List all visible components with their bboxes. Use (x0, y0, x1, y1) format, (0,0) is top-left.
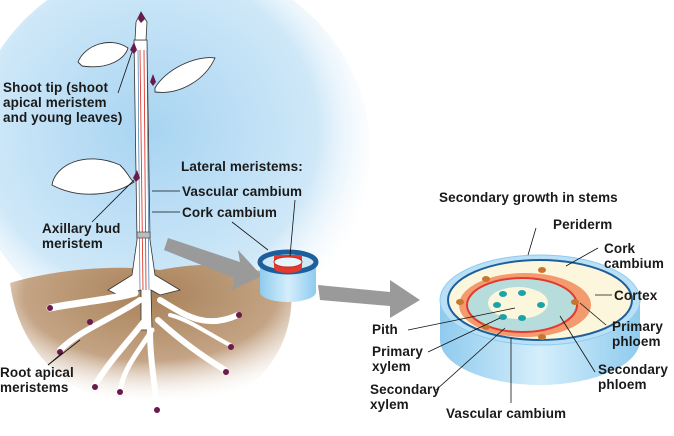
arrow-to-lateral (164, 238, 262, 290)
lateral-meristem-cylinder (257, 249, 319, 302)
label-shoot-tip: Shoot tip (shoot apical meristem and you… (3, 80, 122, 125)
leaf (51, 158, 135, 195)
bud-marker (150, 74, 156, 86)
leader-lines (47, 51, 612, 403)
bud-marker (130, 42, 137, 54)
label-line: Primary (372, 344, 423, 359)
label-line: phloem (612, 334, 661, 349)
label-line: meristems (0, 380, 69, 395)
leaf (154, 57, 216, 93)
label-line: Cork (604, 241, 636, 256)
root-tips (47, 305, 242, 413)
lateral-meristems-title: Lateral meristems: (181, 159, 303, 174)
label-cork-cambium-secondary: Cork cambium (604, 241, 664, 271)
label-primary-phloem: Primary phloem (612, 319, 663, 349)
label-secondary-phloem: Secondary phloem (598, 362, 668, 392)
label-cortex: Cortex (614, 288, 658, 303)
label-cork-cambium: Cork cambium (182, 205, 277, 220)
primary-phloem-bundles (456, 267, 579, 340)
label-periderm: Periderm (553, 217, 613, 232)
label-secondary-xylem: Secondary xylem (370, 382, 440, 412)
label-line: cambium (604, 256, 664, 271)
arrow-to-secondary (318, 280, 420, 318)
label-vascular-cambium-secondary: Vascular cambium (446, 406, 567, 421)
primary-xylem-bundles (493, 290, 545, 321)
label-line: apical meristem (3, 95, 107, 110)
axillary-bud-marker (133, 170, 140, 182)
label-line: Axillary bud (42, 221, 121, 236)
label-line: xylem (370, 397, 409, 412)
label-pith: Pith (372, 322, 398, 337)
leaf (77, 42, 129, 68)
label-primary-xylem: Primary xylem (372, 344, 423, 374)
label-line: xylem (372, 359, 411, 374)
label-root-apical-meristems: Root apical meristems (0, 365, 74, 395)
label-axillary-bud-meristem: Axillary bud meristem (42, 221, 120, 251)
shoot-tip-marker (138, 12, 145, 23)
label-line: Root apical (0, 365, 74, 380)
label-line: Primary (612, 319, 663, 334)
label-vascular-cambium: Vascular cambium (182, 184, 303, 199)
roots (46, 289, 241, 411)
label-line: meristem (42, 236, 103, 251)
secondary-growth-title: Secondary growth in stems (439, 190, 618, 205)
label-line: Secondary (598, 362, 668, 377)
label-line: phloem (598, 377, 647, 392)
label-line: and young leaves) (3, 110, 123, 125)
label-line: Secondary (370, 382, 440, 397)
label-line: Shoot tip (shoot (3, 80, 109, 95)
